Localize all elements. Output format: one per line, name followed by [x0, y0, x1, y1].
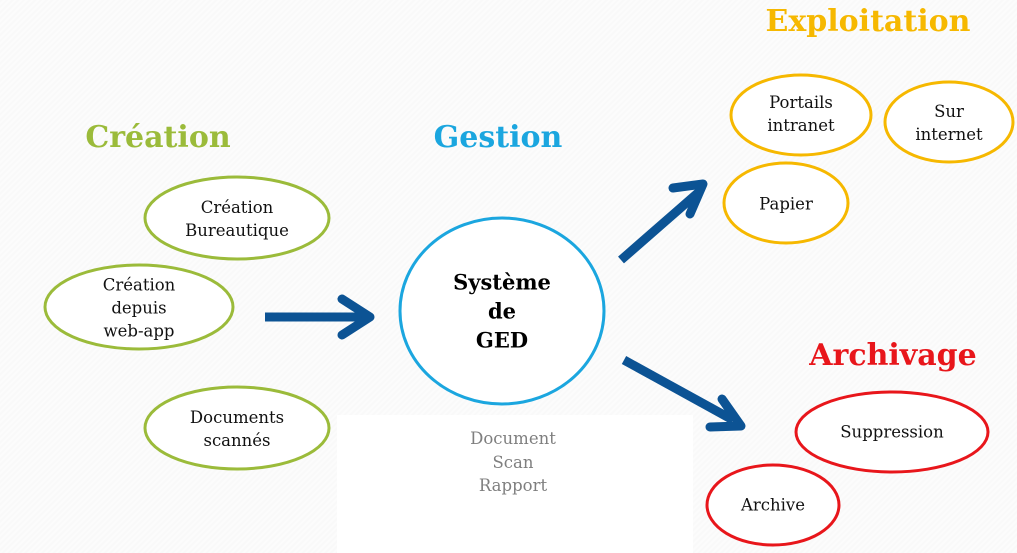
node-suppression[interactable] [794, 390, 990, 474]
node-sur-internet[interactable] [883, 80, 1015, 164]
label-archive: Archive [740, 495, 806, 515]
label-creation-web-app: Création depuis web-app [102, 275, 176, 341]
label-sur-internet: Sur internet [915, 102, 983, 144]
label-suppression: Suppression [840, 422, 944, 442]
label-papier: Papier [759, 194, 813, 214]
node-archive[interactable] [705, 463, 841, 547]
heading-archivage: Archivage [809, 338, 977, 373]
label-portails-intranet: Portails intranet [767, 93, 835, 135]
white-background-panel [337, 415, 693, 553]
arrow-gestion-to-archivage [621, 356, 746, 432]
node-creation-web-app[interactable] [43, 263, 235, 351]
heading-creation: Création [85, 120, 231, 155]
arrow-creation-to-gestion [265, 294, 375, 340]
label-systeme-ged: Système de GED [453, 269, 551, 353]
heading-gestion: Gestion [433, 120, 563, 155]
heading-exploitation: Exploitation [765, 4, 971, 39]
node-papier[interactable] [722, 161, 850, 245]
node-creation-bureautique[interactable] [143, 175, 331, 261]
node-documents-scannes[interactable] [143, 385, 331, 471]
node-portails-intranet[interactable] [729, 73, 873, 157]
label-documents-scannes: Documents scannés [189, 408, 285, 450]
gestion-subtitle: Document Scan Rapport [470, 429, 556, 495]
label-creation-bureautique: Création Bureautique [185, 198, 289, 240]
arrow-gestion-to-exploitation [618, 179, 708, 264]
node-systeme-ged[interactable] [398, 216, 606, 406]
